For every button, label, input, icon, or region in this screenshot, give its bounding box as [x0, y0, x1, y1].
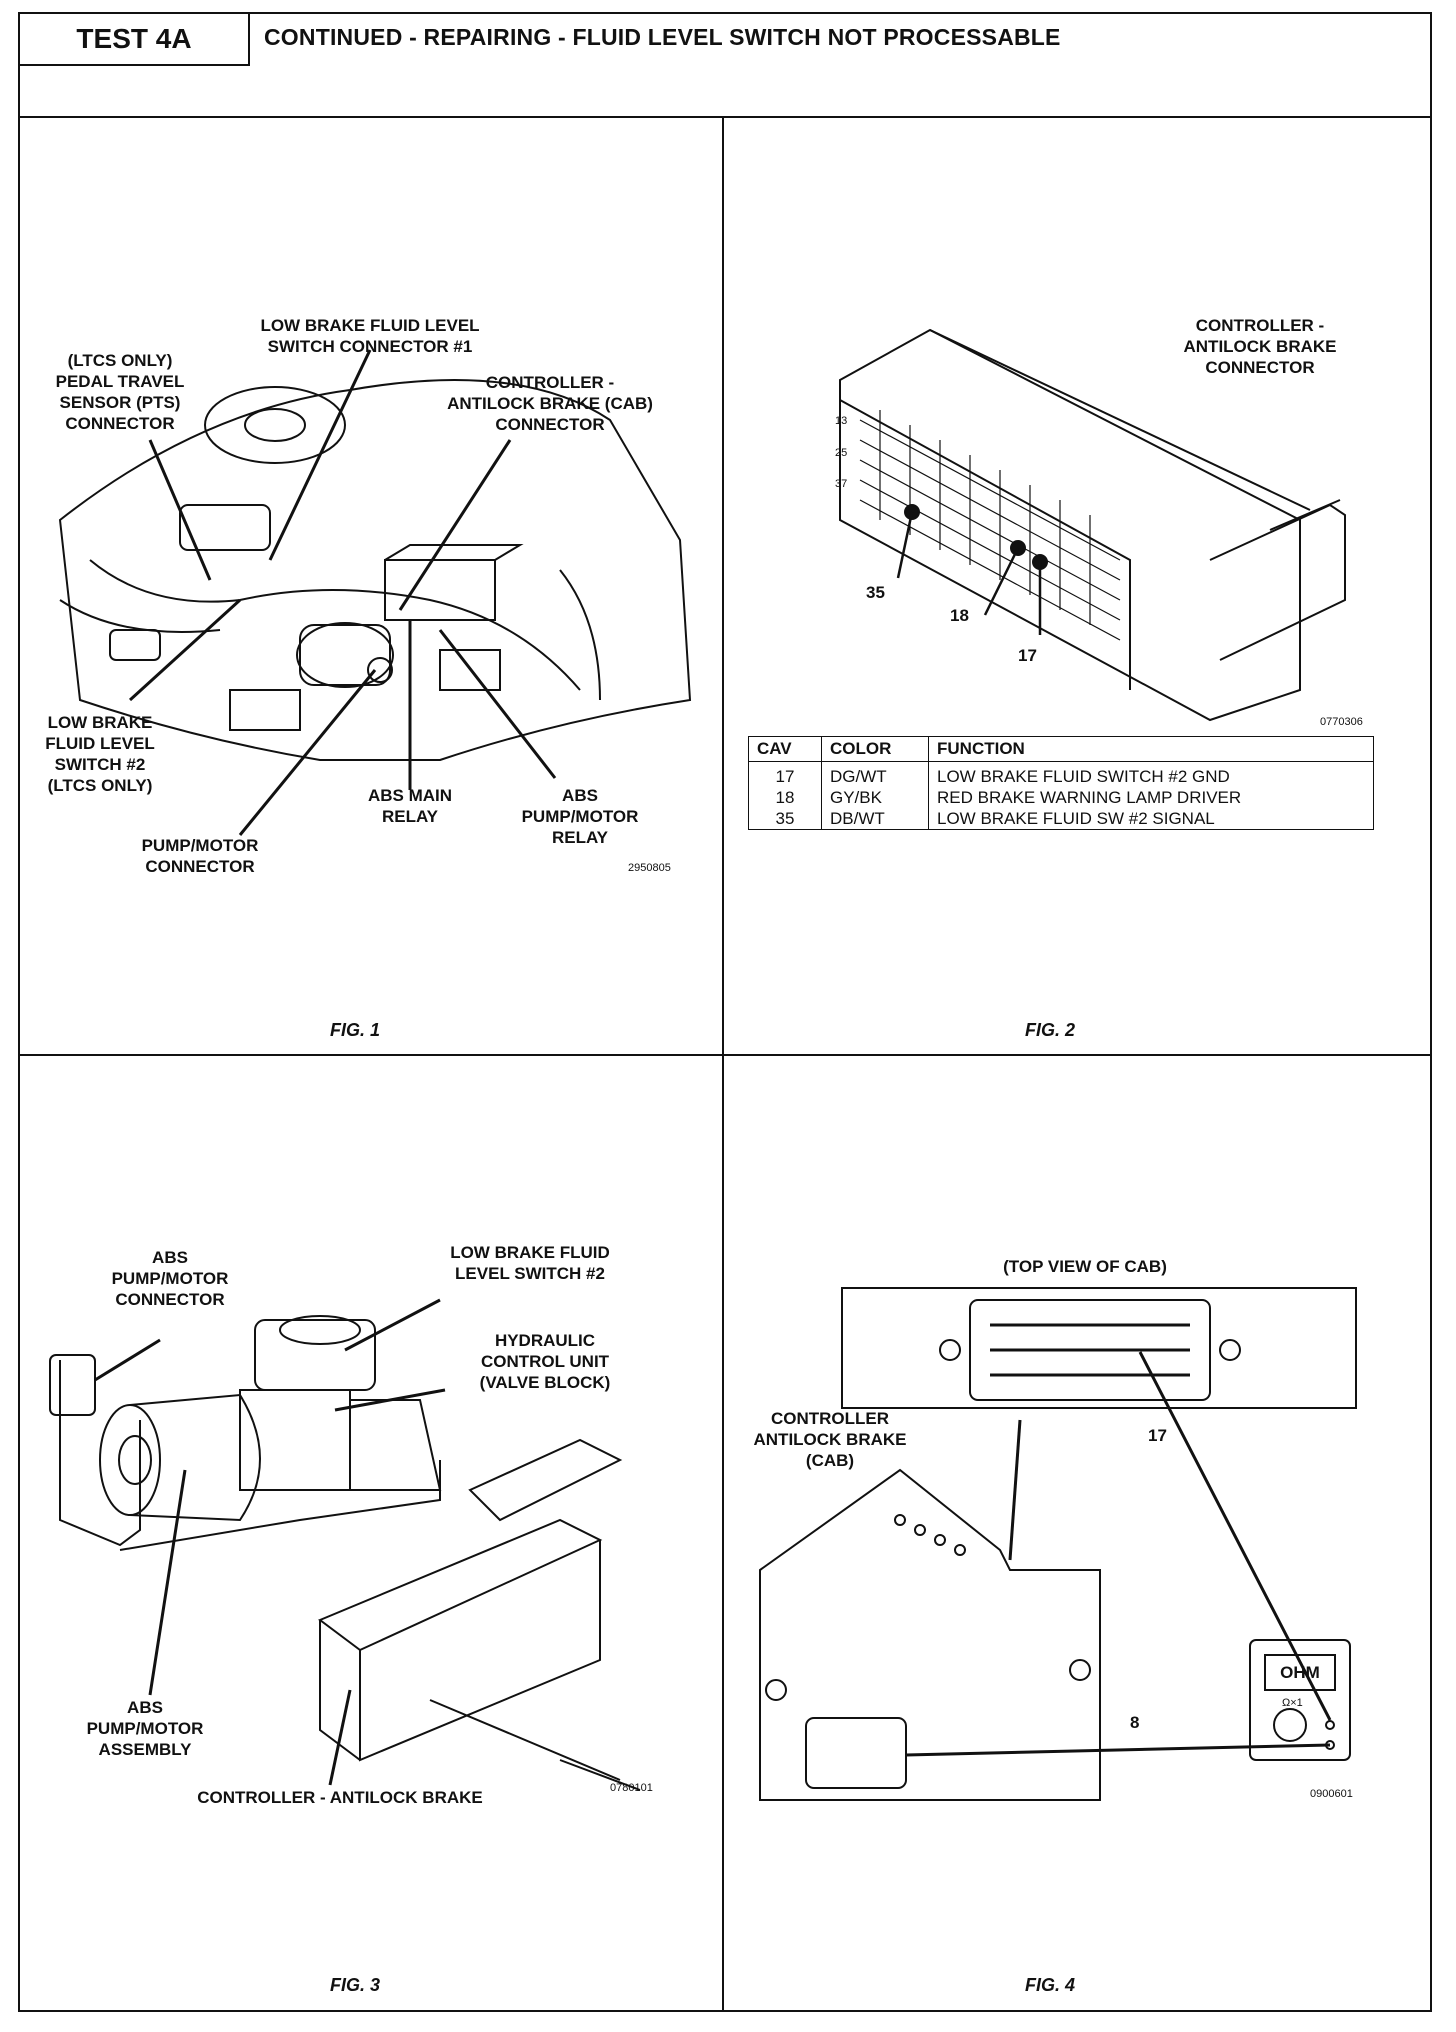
table-cell: GY/BK — [821, 787, 929, 808]
table-header: COLOR — [821, 736, 929, 762]
fig1-caption: FIG. 1 — [330, 1020, 381, 1040]
fig4-label-pin8: 8 — [1130, 1713, 1140, 1732]
header-row: TEST 4A CONTINUED - REPAIRING - FLUID LE… — [20, 14, 1430, 118]
table-row: 17 DG/WT LOW BRAKE FLUID SWITCH #2 GND — [748, 761, 1374, 787]
fig1-label-abs-pump-relay: ABS PUMP/MOTOR RELAY — [521, 786, 639, 847]
fig1-label-switch2: LOW BRAKE FLUID LEVEL SWITCH #2 (LTCS ON… — [45, 713, 155, 795]
fig1-label-pump-connector: PUMP/MOTOR CONNECTOR — [141, 836, 259, 876]
fig2-pin-25: 25 — [835, 447, 848, 459]
fig1-engine-illustration — [58, 379, 692, 761]
cavity-table: CAV COLOR FUNCTION 17 DG/WT LOW BRAKE FL… — [748, 736, 1374, 830]
fig4-label-pin17: 17 — [1148, 1426, 1167, 1445]
fig1-label-low-fluid-connector: LOW BRAKE FLUID LEVEL SWITCH CONNECTOR #… — [260, 316, 480, 356]
fig2-pin-18: 18 — [950, 606, 969, 625]
table-cell: LOW BRAKE FLUID SWITCH #2 GND — [928, 761, 1374, 787]
table-cell: 35 — [748, 808, 822, 830]
table-row: 18 GY/BK RED BRAKE WARNING LAMP DRIVER — [748, 787, 1374, 808]
table-cell: DG/WT — [821, 761, 929, 787]
fig1-label-cab-connector: CONTROLLER - ANTILOCK BRAKE (CAB) CONNEC… — [447, 373, 653, 434]
divider-horizontal — [20, 1054, 1430, 1056]
fig2-connector-illustration — [839, 328, 1346, 722]
fig2-pin-35: 35 — [866, 583, 885, 602]
table-header-row: CAV COLOR FUNCTION — [748, 736, 1374, 762]
divider-vertical — [722, 116, 724, 2010]
table-header: FUNCTION — [928, 736, 1374, 762]
test-number: TEST 4A — [20, 14, 250, 66]
fig3-label-pump-assembly: ABS PUMP/MOTOR ASSEMBLY — [86, 1698, 204, 1759]
fig2-title: CONTROLLER - ANTILOCK BRAKE CONNECTOR — [1183, 316, 1337, 377]
table-cell: DB/WT — [821, 808, 929, 830]
fig4-caption: FIG. 4 — [1025, 1975, 1076, 1995]
fig3-label-controller: CONTROLLER - ANTILOCK BRAKE — [197, 1788, 483, 1807]
table-cell: RED BRAKE WARNING LAMP DRIVER — [928, 787, 1374, 808]
fig4-label-controller: CONTROLLER ANTILOCK BRAKE (CAB) — [753, 1409, 907, 1470]
fig1-label-pts-connector: (LTCS ONLY) PEDAL TRAVEL SENSOR (PTS) CO… — [55, 351, 185, 433]
fig3-label-switch2: LOW BRAKE FLUID LEVEL SWITCH #2 — [450, 1243, 610, 1283]
fig3-code: 0780101 — [610, 1782, 653, 1794]
fig4-cab-illustration — [759, 1287, 1357, 1801]
fig4-code: 0900601 — [1310, 1788, 1353, 1800]
fig4-label-top-view: (TOP VIEW OF CAB) — [1003, 1257, 1167, 1276]
fig2-pin-17: 17 — [1018, 646, 1037, 665]
table-cell: LOW BRAKE FLUID SW #2 SIGNAL — [928, 808, 1374, 830]
table-cell: 17 — [748, 761, 822, 787]
table-header: CAV — [748, 736, 822, 762]
fig3-label-pump-connector: ABS PUMP/MOTOR CONNECTOR — [111, 1248, 229, 1309]
table-cell: 18 — [748, 787, 822, 808]
fig3-pump-illustration — [49, 1315, 641, 1791]
fig1-label-abs-main-relay: ABS MAIN RELAY — [367, 786, 453, 826]
fig4-meter-range: Ω×1 — [1282, 1697, 1303, 1709]
table-row: 35 DB/WT LOW BRAKE FLUID SW #2 SIGNAL — [748, 808, 1374, 830]
fig3-label-hcu: HYDRAULIC CONTROL UNIT (VALVE BLOCK) — [479, 1331, 611, 1392]
fig4-meter-display: OHM — [1280, 1663, 1320, 1682]
page-title: CONTINUED - REPAIRING - FLUID LEVEL SWIT… — [264, 24, 1061, 50]
fig2-code: 0770306 — [1320, 716, 1363, 728]
fig1-code: 2950805 — [628, 862, 671, 874]
page-frame: TEST 4A CONTINUED - REPAIRING - FLUID LE… — [18, 12, 1432, 2012]
fig2-pin-13: 13 — [835, 415, 848, 427]
fig2-caption: FIG. 2 — [1025, 1020, 1076, 1040]
fig2-pin-37: 37 — [835, 478, 848, 490]
fig3-caption: FIG. 3 — [330, 1975, 381, 1995]
